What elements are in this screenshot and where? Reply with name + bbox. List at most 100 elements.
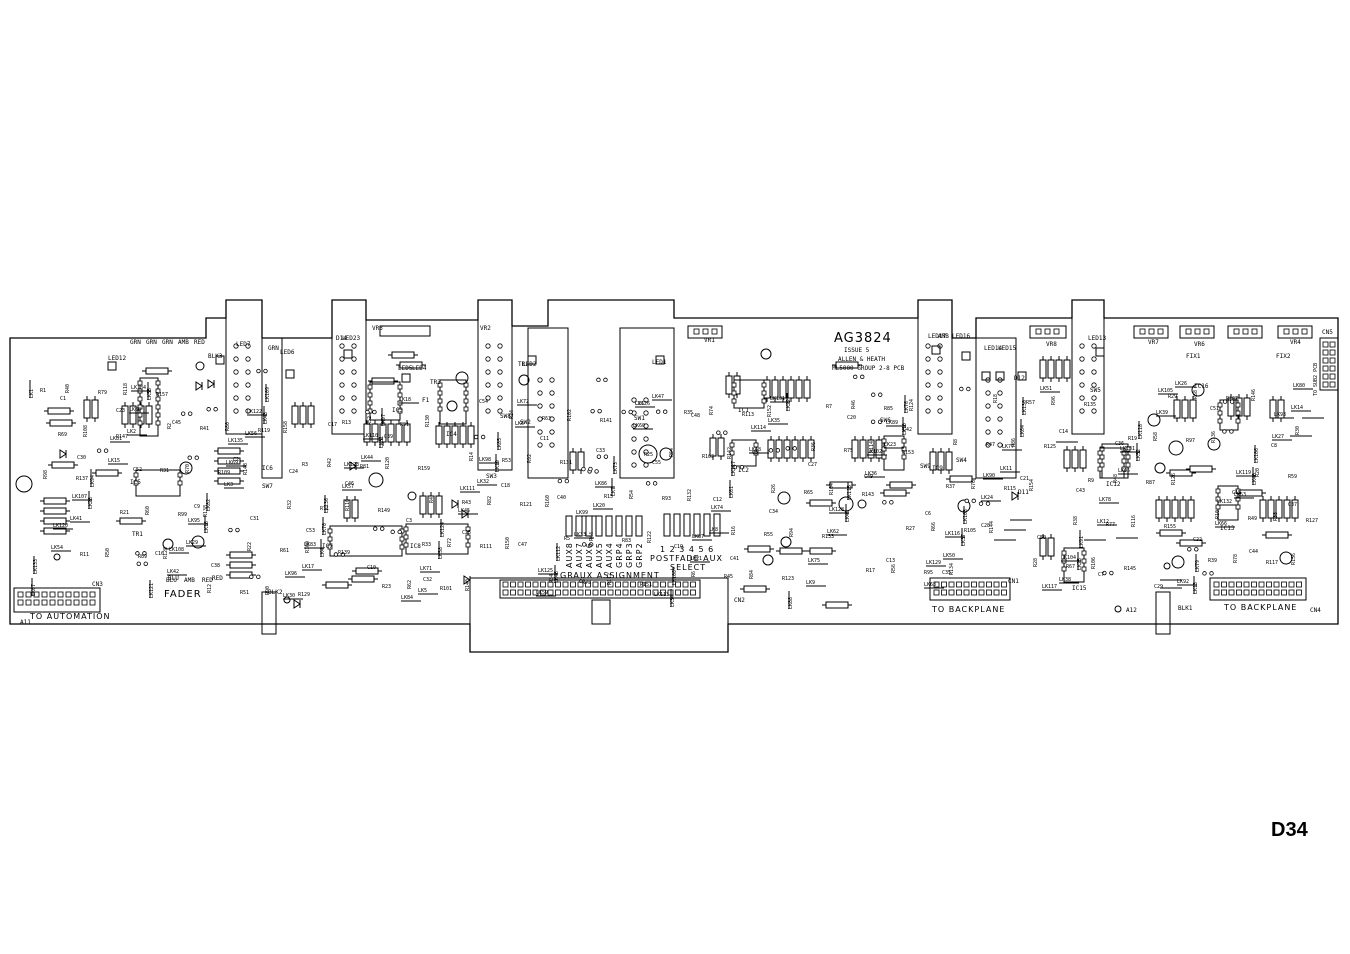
ic-pin <box>155 380 161 386</box>
link-label: LK106 <box>1254 448 1260 463</box>
cn2-pin <box>622 581 629 588</box>
resistor <box>569 451 577 471</box>
vr-refdes: VR2 <box>480 325 491 332</box>
cn2-pin <box>660 589 666 596</box>
switch-pad <box>925 343 931 349</box>
capacitor-label: C13 <box>886 558 895 564</box>
cap-pad <box>768 448 774 453</box>
ic-pin <box>399 536 405 542</box>
link-label: LK120 <box>53 523 68 529</box>
resistor <box>291 405 299 425</box>
cap-pad <box>603 454 609 459</box>
resistor-label: R37 <box>946 484 955 490</box>
misc-refdes: BLK3 <box>208 353 223 360</box>
trimmer-pin <box>1292 328 1299 335</box>
ic-pin <box>731 398 737 404</box>
link-label: LK63 <box>924 582 936 588</box>
cap-pad <box>187 411 193 416</box>
resistor <box>363 423 371 443</box>
link-label: LK82 <box>206 499 212 511</box>
link-label: LK109 <box>265 387 271 402</box>
cap-pad <box>1187 547 1192 552</box>
cap-pad <box>142 551 147 556</box>
resistor-label: R86 <box>1011 438 1017 447</box>
link-label: LK3 <box>224 482 233 488</box>
led-refdes: LED23 <box>342 335 360 342</box>
switch-pad <box>497 369 503 375</box>
resistor-label: R104 <box>829 483 835 495</box>
switch-pad <box>537 403 543 409</box>
capacitor <box>162 538 174 550</box>
capacitor-label: C1 <box>60 396 66 402</box>
resistor-label: R139 <box>338 550 350 556</box>
misc-refdes: A11 <box>20 619 31 626</box>
link-label: LK123 <box>344 462 359 468</box>
cap-pad <box>1222 429 1227 434</box>
link-label: LK49 <box>845 510 851 522</box>
cn2-pin <box>517 581 524 588</box>
switch-pad <box>1079 382 1085 388</box>
connector-pin <box>978 589 985 596</box>
cap-pad <box>628 409 633 415</box>
connector-pin <box>1296 581 1302 588</box>
ic-pin <box>155 412 161 418</box>
misc-refdes: TR1 <box>132 531 143 538</box>
ic-pin <box>1217 410 1223 416</box>
ic-pin <box>881 446 887 452</box>
resistor-label: R71 <box>320 506 329 512</box>
switch-pad <box>1091 356 1097 362</box>
link-label: LK114 <box>751 425 766 431</box>
link-label: LK47 <box>652 394 664 400</box>
led-color-label: GRN <box>130 339 141 346</box>
resistor-label: R150 <box>505 537 511 549</box>
resistor-label: R81 <box>360 464 369 470</box>
resistor-label: R7 <box>826 404 832 410</box>
cap-pad <box>194 455 199 460</box>
resistor-label: R113 <box>742 412 754 418</box>
ic-pin <box>761 382 767 388</box>
cap-pad <box>1194 547 1199 552</box>
resistor <box>577 451 585 471</box>
capacitor-label: C11 <box>540 436 549 442</box>
resistor-label: R33 <box>422 542 431 548</box>
switche-refdes: SW1 <box>634 415 645 422</box>
resistor-label: R144 <box>989 521 995 533</box>
link-label: LK107 <box>72 494 87 500</box>
led-color-label: RED <box>194 339 205 346</box>
trimmer-pin <box>1185 328 1192 335</box>
switch-pad <box>485 408 491 414</box>
diode <box>207 379 215 389</box>
connector-pin <box>933 581 940 588</box>
cn2-pin <box>615 589 621 596</box>
ic-pin <box>1099 454 1105 460</box>
vr-refdes: VR3 <box>372 325 383 332</box>
connector-pin <box>933 589 940 596</box>
resistor-label: R138 <box>203 505 209 517</box>
ic-refdes: IC8 <box>410 543 421 550</box>
capacitor <box>760 348 772 360</box>
link-label: LK91 <box>1079 536 1085 548</box>
link-label: LK105 <box>1158 388 1173 394</box>
connector-pin <box>1329 341 1336 348</box>
cap-pad <box>652 481 658 486</box>
cap-pad <box>581 542 587 547</box>
led-color-label: BLU <box>166 577 177 584</box>
switch-pad <box>245 408 251 414</box>
ic-pin <box>729 450 735 456</box>
resistor <box>145 405 153 425</box>
resistor <box>387 423 395 443</box>
resistor-label: R28 <box>1033 558 1039 567</box>
switch-pad <box>925 369 931 375</box>
postfade-resistor <box>673 513 681 537</box>
link-label: LK11 <box>1000 466 1012 472</box>
resistor-label: R32 <box>287 500 293 509</box>
capacitor <box>1279 551 1293 565</box>
resistor <box>49 419 73 427</box>
resistor <box>799 439 807 459</box>
reference-designators: LK1LK2LK3LK4LK5LK6LK7LK8LK9LK10LK11LK12L… <box>20 325 1333 626</box>
cap-pad <box>716 430 721 435</box>
cap-pad <box>235 527 240 533</box>
ic-pin <box>465 534 471 540</box>
capacitor-label: C8 <box>1271 443 1277 449</box>
resistor-label: R84 <box>749 570 755 579</box>
